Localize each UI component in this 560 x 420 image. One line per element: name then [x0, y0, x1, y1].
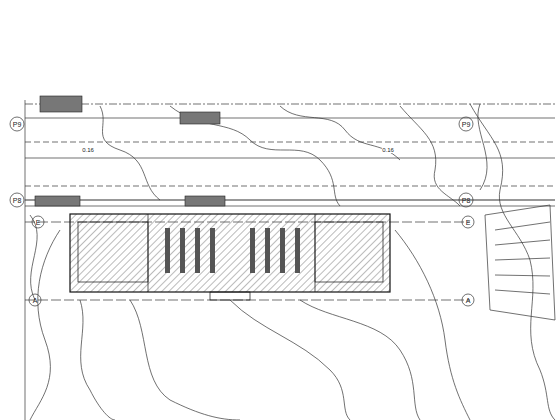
grid-bubble: E: [36, 219, 41, 226]
elevation-note: 0.16: [82, 147, 94, 153]
grid-bubble: A: [466, 297, 471, 304]
grid-bubble: P8: [13, 197, 22, 204]
grid-bubble: A: [33, 297, 38, 304]
grid-bubble: E: [466, 219, 471, 226]
grid-bubble: P9: [462, 121, 471, 128]
grid-bubble: P8: [462, 197, 471, 204]
elevation-note: 0.16: [382, 147, 394, 153]
grid-bubble: P9: [13, 121, 22, 128]
